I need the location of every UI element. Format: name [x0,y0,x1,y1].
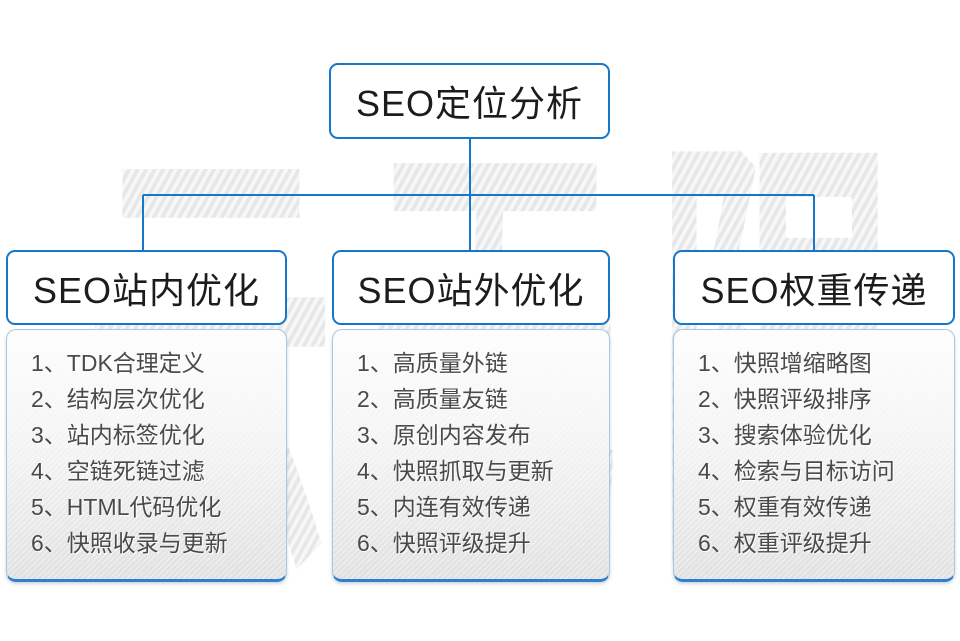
node-title: SEO站内优化 [32,269,261,311]
list-item: 4、空链死链过滤 [31,458,205,484]
list-item: 2、高质量友链 [357,386,508,412]
list-item: 6、权重评级提升 [698,530,872,556]
list-item: 3、原创内容发布 [357,422,531,448]
root-node-title: SEO定位分析 [355,83,584,124]
panel-weight-transfer: 1、快照增缩略图 2、快照评级排序 3、搜索体验优化 4、检索与目标访问 5、权… [673,329,955,582]
list-item: 2、结构层次优化 [31,386,205,412]
list-item: 1、快照增缩略图 [698,350,872,376]
panel-onsite-optimization: 1、TDK合理定义 2、结构层次优化 3、站内标签优化 4、空链死链过滤 5、H… [6,329,287,582]
list-item: 5、内连有效传递 [357,494,531,520]
list-item: 4、快照抓取与更新 [357,458,554,484]
list-item: 6、快照收录与更新 [31,530,228,556]
list-item: 4、检索与目标访问 [698,458,895,484]
node-offsite-optimization: SEO站外优化 [332,250,610,325]
list-item: 5、HTML代码优化 [31,494,222,520]
list-item: 6、快照评级提升 [357,530,531,556]
list-item: 3、搜索体验优化 [698,422,872,448]
list-item: 2、快照评级排序 [698,386,872,412]
node-title: SEO权重传递 [700,269,928,311]
node-title: SEO站外优化 [357,269,585,311]
root-node-seo-positioning: SEO定位分析 [329,63,610,139]
list-item: 1、TDK合理定义 [31,350,205,376]
list-item: 1、高质量外链 [357,350,508,376]
list-item: 5、权重有效传递 [698,494,872,520]
node-onsite-optimization: SEO站内优化 [6,250,287,325]
panel-offsite-optimization: 1、高质量外链 2、高质量友链 3、原创内容发布 4、快照抓取与更新 5、内连有… [332,329,610,582]
node-weight-transfer: SEO权重传递 [673,250,955,325]
list-item: 3、站内标签优化 [31,422,205,448]
